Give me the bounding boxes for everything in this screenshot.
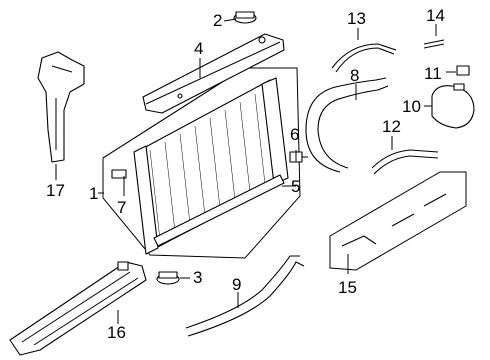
reservoir-cap[interactable] bbox=[456, 65, 470, 76]
callout-4[interactable]: 4 bbox=[194, 39, 204, 58]
callout-6[interactable]: 6 bbox=[290, 125, 300, 144]
radiator-cap-upper[interactable] bbox=[233, 11, 257, 24]
radiator-assembly[interactable] bbox=[102, 67, 301, 259]
callout-10[interactable]: 10 bbox=[402, 97, 421, 116]
callout-12[interactable]: 12 bbox=[382, 117, 401, 136]
overflow-hose[interactable] bbox=[371, 149, 439, 175]
callout-5[interactable]: 5 bbox=[291, 177, 301, 196]
upper-hose[interactable] bbox=[305, 77, 389, 173]
lower-hose[interactable] bbox=[185, 255, 305, 337]
callout-11[interactable]: 11 bbox=[424, 64, 442, 83]
callout-16[interactable]: 16 bbox=[107, 323, 126, 342]
callout-9[interactable]: 9 bbox=[232, 275, 242, 294]
hose-kit[interactable] bbox=[329, 171, 467, 271]
callout-8[interactable]: 8 bbox=[350, 66, 360, 85]
callout-1[interactable]: 1 bbox=[89, 184, 99, 203]
drain-plug[interactable] bbox=[111, 169, 127, 179]
callout-15[interactable]: 15 bbox=[338, 278, 357, 297]
callout-13[interactable]: 13 bbox=[347, 9, 366, 28]
callout-17[interactable]: 17 bbox=[46, 181, 65, 200]
callout-2[interactable]: 2 bbox=[213, 11, 223, 30]
sensor-bracket[interactable] bbox=[289, 151, 308, 163]
callout-7[interactable]: 7 bbox=[117, 198, 127, 217]
air-guide-left[interactable] bbox=[37, 51, 85, 163]
clip-hose[interactable] bbox=[423, 39, 445, 49]
bypass-hose[interactable] bbox=[331, 43, 397, 73]
upper-seal-bar[interactable] bbox=[142, 33, 285, 114]
air-guide-lower[interactable] bbox=[9, 261, 147, 356]
coolant-reservoir[interactable] bbox=[431, 83, 475, 129]
leader-lines bbox=[55, 18, 456, 324]
radiator-cap-lower[interactable] bbox=[156, 271, 180, 285]
callout-14[interactable]: 14 bbox=[426, 6, 445, 25]
callout-3[interactable]: 3 bbox=[193, 268, 203, 287]
